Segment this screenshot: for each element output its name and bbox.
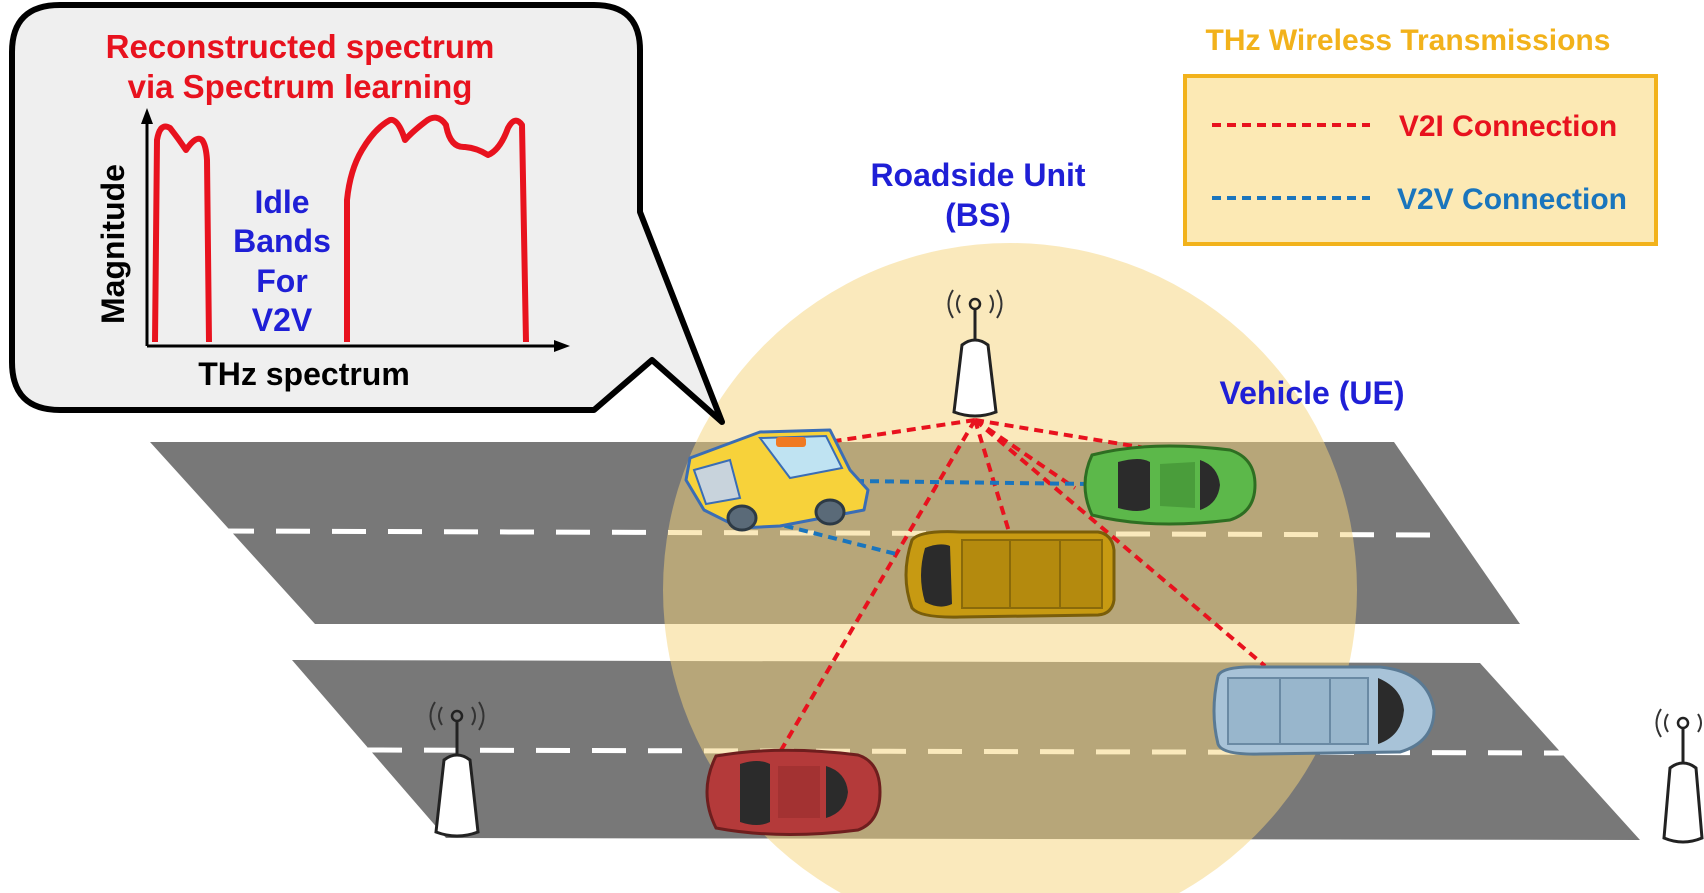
roadside-unit-antenna-left [429, 701, 485, 838]
spectrum-speech-bubble [9, 2, 725, 425]
lane-marking-lower [367, 747, 1566, 756]
roadside-unit-label-2: (BS) [945, 197, 1011, 233]
legend-box [1183, 74, 1658, 246]
thz-spectrum-axis-label: THz spectrum [198, 356, 410, 392]
spectrum-title-line-1: Reconstructed spectrum [106, 28, 495, 65]
legend-title: THz Wireless Transmissions [1206, 24, 1611, 57]
idle-bands-label-3: For [256, 263, 308, 299]
legend-v2v-label: V2V Connection [1397, 183, 1627, 216]
legend-v2i-label: V2I Connection [1399, 110, 1617, 143]
red-car [705, 748, 882, 837]
roadside-unit-antenna-right [1655, 708, 1704, 844]
spectrum-curve-band-2 [344, 114, 529, 343]
idle-bands-label-4: V2V [252, 302, 313, 338]
idle-bands-label-2: Bands [233, 223, 331, 259]
light-blue-van [1212, 665, 1436, 756]
v2v-connections [769, 479, 1091, 557]
spectrum-curve-band-1 [152, 123, 212, 343]
roadside-unit-antenna [947, 289, 1003, 418]
idle-bands-label-1: Idle [254, 184, 309, 220]
yellow-car [684, 428, 870, 532]
green-car [1083, 444, 1257, 526]
spectrum-axes [141, 108, 570, 352]
magnitude-axis-label: Magnitude [95, 164, 131, 324]
roadside-unit-label-1: Roadside Unit [870, 157, 1085, 193]
spectrum-title-line-2: via Spectrum learning [128, 68, 473, 105]
v2i-connections [778, 418, 1267, 754]
vehicle-ue-label: Vehicle (UE) [1220, 375, 1405, 411]
gold-van [904, 530, 1116, 619]
